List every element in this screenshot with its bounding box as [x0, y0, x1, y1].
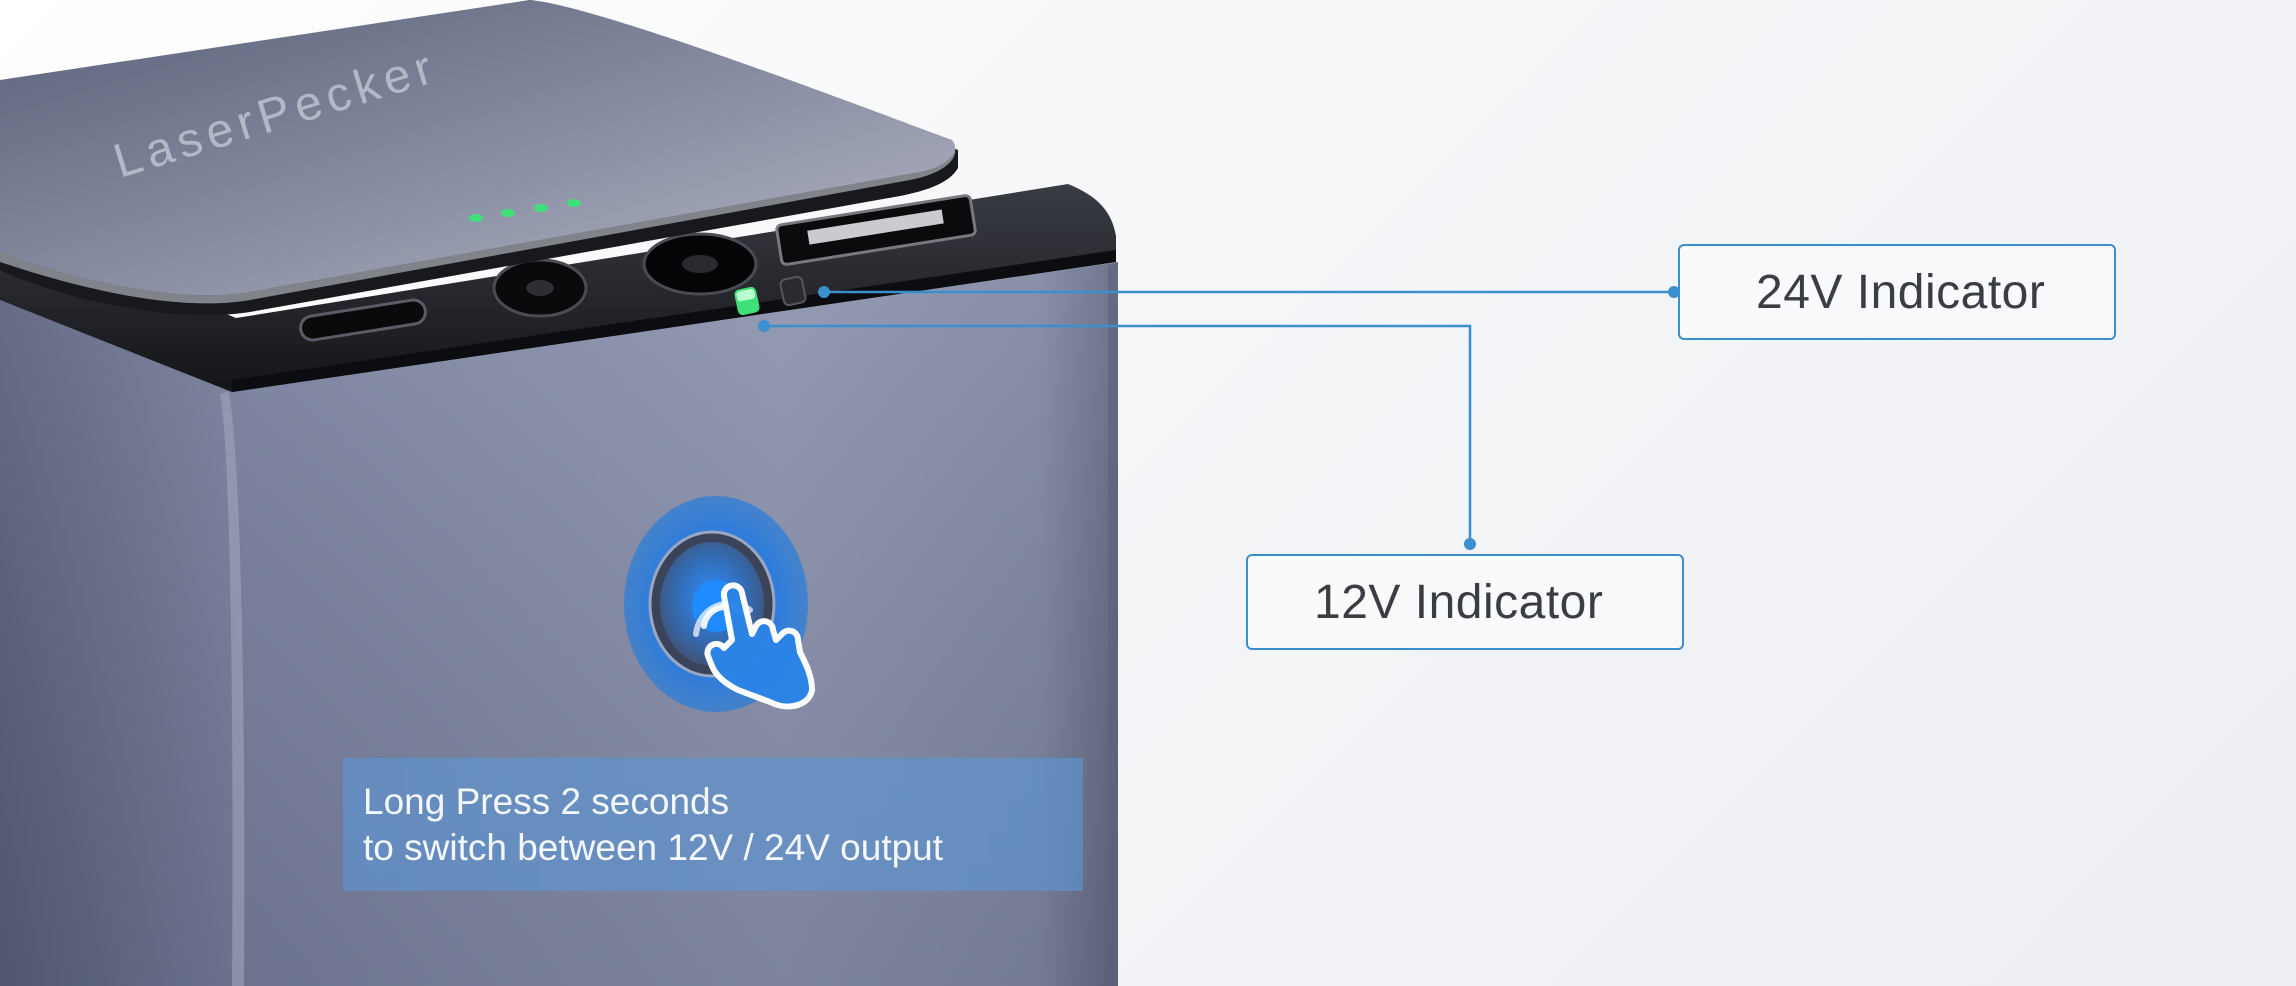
- dc-port-large: [642, 232, 758, 296]
- instruction-line-2: to switch between 12V / 24V output: [363, 827, 944, 868]
- usb-a-port: [775, 194, 977, 266]
- status-leds: [469, 199, 581, 222]
- dc-port-small: [492, 258, 588, 318]
- usb-c-port: [299, 298, 427, 342]
- hand-pointer-icon: [693, 582, 815, 710]
- indicator-24v-callout: 24V Indicator: [1678, 244, 2116, 340]
- device-top-lid: LaserPecker: [0, 0, 958, 316]
- indicator-24v-label: 24V Indicator: [1756, 265, 2046, 319]
- indicator-12v-led: [734, 286, 760, 316]
- connector-24v: [818, 286, 1680, 298]
- instruction-box: Long Press 2 seconds to switch between 1…: [343, 758, 1083, 891]
- indicator-12v-label: 12V Indicator: [1314, 575, 1604, 629]
- indicator-24v-led: [779, 275, 807, 307]
- connector-12v: [758, 320, 1476, 550]
- instruction-line-1: Long Press 2 seconds: [363, 781, 730, 822]
- indicator-12v-callout: 12V Indicator: [1246, 554, 1684, 650]
